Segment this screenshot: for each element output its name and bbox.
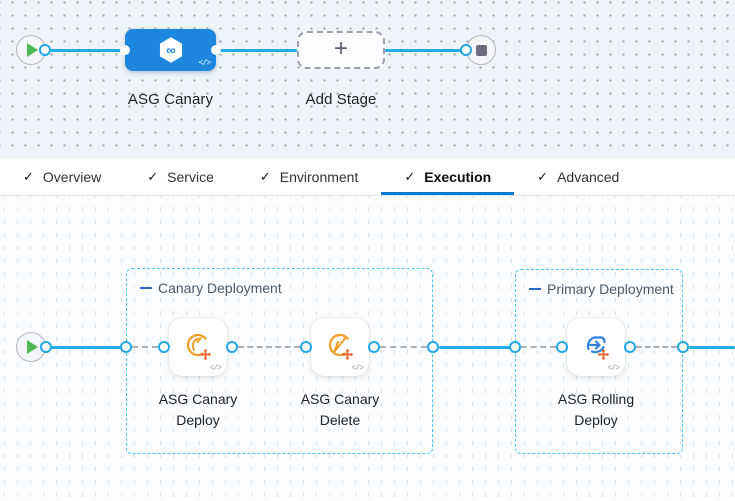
step-group-primary-deployment: Primary Deployment xyxy=(515,269,683,454)
step-name-line: ASG Canary xyxy=(300,391,380,407)
link-point xyxy=(158,341,170,353)
link-point xyxy=(427,341,439,353)
link-point xyxy=(300,341,312,353)
pipeline-link xyxy=(45,49,125,52)
tab-environment[interactable]: ✓ Environment xyxy=(237,158,382,195)
execution-graph-canvas: Canary Deployment Primary Deployment xyxy=(0,196,735,501)
code-icon: </> xyxy=(351,364,364,373)
link-point xyxy=(624,341,636,353)
collapse-dash-icon xyxy=(529,287,541,291)
stage-name-label: ASG Canary xyxy=(127,91,214,108)
link-point xyxy=(509,341,521,353)
step-link xyxy=(132,346,158,348)
step-name-label: ASG Rolling Deploy xyxy=(536,389,656,431)
step-node-asg-canary-deploy[interactable]: </> xyxy=(169,318,227,376)
step-name-line: Deploy xyxy=(176,412,220,428)
link-point xyxy=(39,44,51,56)
tab-label: Advanced xyxy=(557,168,620,185)
code-icon: </> xyxy=(607,364,620,373)
tab-advanced[interactable]: ✓ Advanced xyxy=(514,158,642,195)
stage-graph-canvas: ∞ </> ASG Canary + Add Stage xyxy=(0,0,735,157)
stage-config-tabs: ✓ Overview ✓ Service ✓ Environment ✓ Exe… xyxy=(0,157,735,196)
step-name-label: ASG Canary Deploy xyxy=(138,389,258,431)
stage-node-asg-canary[interactable]: ∞ </> xyxy=(120,29,221,71)
asg-canary-deploy-icon xyxy=(186,333,212,361)
step-name-label: ASG Canary Delete xyxy=(280,389,400,431)
asg-rolling-deploy-icon xyxy=(586,336,610,361)
check-icon: ✓ xyxy=(23,168,34,184)
step-group-header[interactable]: Canary Deployment xyxy=(140,280,282,296)
step-link xyxy=(521,346,556,348)
link-point xyxy=(40,341,52,353)
tab-overview[interactable]: ✓ Overview xyxy=(0,158,124,195)
stop-icon xyxy=(475,44,487,56)
node-connector xyxy=(211,45,221,55)
check-icon: ✓ xyxy=(259,168,271,184)
tab-execution[interactable]: ✓ Execution xyxy=(381,158,514,195)
add-stage-label: Add Stage xyxy=(305,91,377,108)
code-icon: </> xyxy=(198,59,211,68)
pipeline-link xyxy=(689,346,735,349)
step-name-line: Delete xyxy=(319,412,361,428)
link-point xyxy=(460,44,472,56)
link-point xyxy=(226,341,238,353)
tab-label: Environment xyxy=(279,168,359,185)
check-icon: ✓ xyxy=(147,168,159,184)
step-group-title: Primary Deployment xyxy=(547,281,674,297)
play-icon xyxy=(27,340,38,354)
step-link xyxy=(238,346,300,348)
pipeline-link xyxy=(439,346,515,349)
check-icon: ✓ xyxy=(537,168,549,184)
step-node-asg-canary-delete[interactable]: </> xyxy=(311,318,369,376)
collapse-dash-icon xyxy=(140,286,152,290)
tab-label: Execution xyxy=(424,168,492,185)
step-name-line: ASG Rolling xyxy=(557,391,635,407)
link-point xyxy=(556,341,568,353)
asg-canary-delete-icon xyxy=(328,333,354,361)
step-node-asg-rolling-deploy[interactable]: </> xyxy=(567,318,625,376)
step-name-line: ASG Canary xyxy=(158,391,238,407)
link-point xyxy=(120,341,132,353)
step-group-title: Canary Deployment xyxy=(158,280,282,296)
step-name-line: Deploy xyxy=(574,412,618,428)
check-icon: ✓ xyxy=(404,168,416,184)
step-group-header[interactable]: Primary Deployment xyxy=(529,281,674,297)
node-connector xyxy=(120,45,130,55)
pipeline-link xyxy=(46,346,126,349)
pipeline-link xyxy=(385,49,466,52)
play-icon xyxy=(27,43,38,57)
code-icon: </> xyxy=(209,364,222,373)
cd-stage-hexagon-icon: ∞ xyxy=(159,37,182,63)
tab-label: Overview xyxy=(42,168,102,185)
step-link xyxy=(380,346,427,348)
svg-text:∞: ∞ xyxy=(166,42,176,57)
link-point xyxy=(368,341,380,353)
plus-icon: + xyxy=(333,35,348,62)
pipeline-link xyxy=(216,49,297,52)
add-stage-button[interactable]: + xyxy=(297,31,385,69)
step-group-canary-deployment: Canary Deployment xyxy=(126,268,433,454)
link-point xyxy=(677,341,689,353)
step-link xyxy=(636,346,677,348)
tab-label: Service xyxy=(167,168,214,185)
tab-service[interactable]: ✓ Service xyxy=(124,158,237,195)
